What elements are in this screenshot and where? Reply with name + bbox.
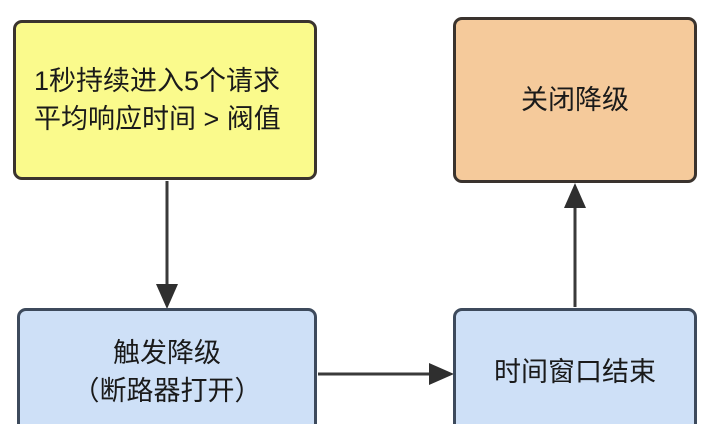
node-trigger-degrade-label: 触发降级 （断路器打开） bbox=[72, 337, 262, 406]
node-window-end[interactable]: 时间窗口结束 bbox=[453, 308, 697, 424]
node-condition-label: 1秒持续进入5个请求 平均响应时间 > 阀值 bbox=[34, 65, 281, 134]
edge-condition-to-trigger-degrade bbox=[156, 181, 178, 309]
node-condition[interactable]: 1秒持续进入5个请求 平均响应时间 > 阀值 bbox=[13, 20, 317, 180]
edge-window-end-to-close-degrade bbox=[564, 183, 586, 307]
node-trigger-degrade[interactable]: 触发降级 （断路器打开） bbox=[17, 308, 317, 424]
node-window-end-label: 时间窗口结束 bbox=[494, 356, 656, 387]
node-close-degrade-label: 关闭降级 bbox=[521, 84, 629, 115]
node-close-degrade[interactable]: 关闭降级 bbox=[453, 17, 697, 183]
edge-trigger-degrade-to-window-end bbox=[318, 363, 454, 385]
